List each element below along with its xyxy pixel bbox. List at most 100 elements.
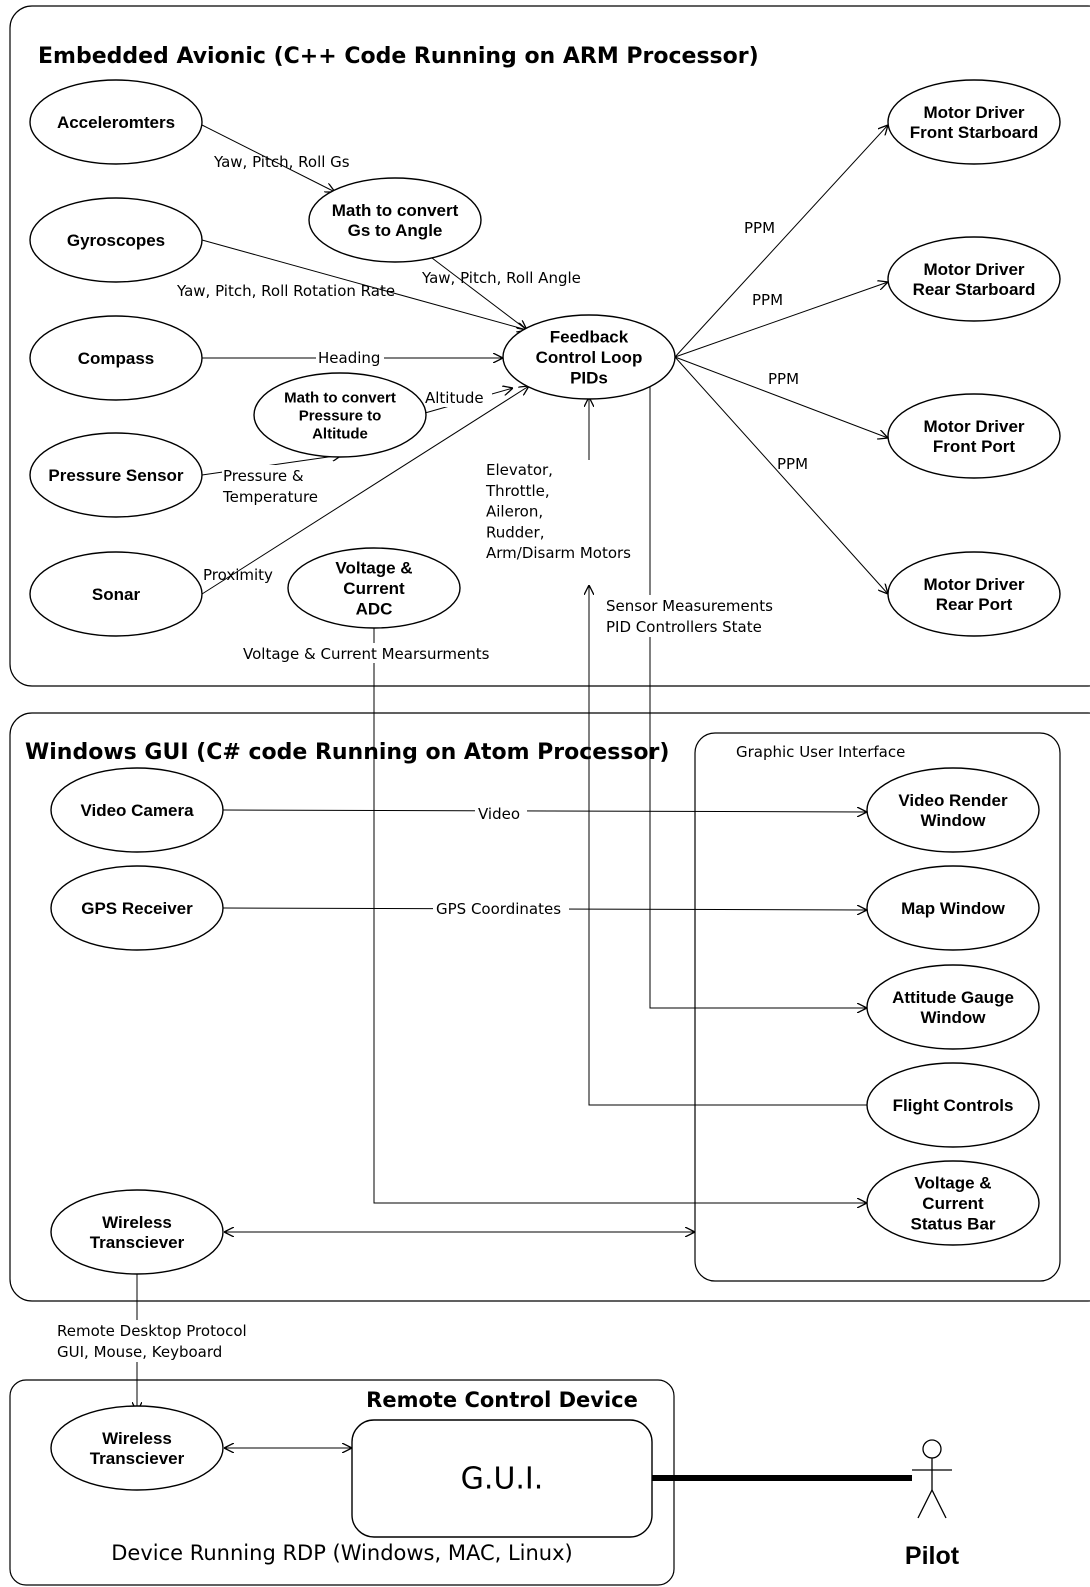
edge-label-ppm-rp-line: PPM xyxy=(777,455,808,473)
math-gs-label-line: Math to convert xyxy=(332,201,459,220)
edge-label-controls-line: Arm/Disarm Motors xyxy=(486,544,631,562)
edge-label-ppm-fp: PPM xyxy=(768,370,799,388)
compass-label: Compass xyxy=(78,349,155,368)
voltage-bar-label-line: Status Bar xyxy=(910,1214,995,1233)
edge-label-pressure-temp-line: Temperature xyxy=(222,488,318,506)
accelerometers-node: Acceleromters xyxy=(29,79,203,165)
edge-label-controls-line: Rudder, xyxy=(486,523,544,541)
remote-control-device-title: Remote Control Device xyxy=(366,1388,638,1412)
edge-label-gps-coords: GPS Coordinates xyxy=(436,900,561,918)
edge-feedback-to-attitude xyxy=(649,386,867,1008)
edge-label-ppm-rp: PPM xyxy=(777,455,808,473)
edge-math-to-feedback xyxy=(431,257,527,330)
video-camera-label-line: Video Camera xyxy=(80,801,194,820)
edge-label-ppm-rs-line: PPM xyxy=(752,291,783,309)
pilot-icon-right-leg xyxy=(931,1489,947,1519)
pressure-sensor-label: Pressure Sensor xyxy=(48,466,184,485)
gui-box-label: G.U.I. xyxy=(461,1462,544,1497)
pilot-icon-head xyxy=(922,1439,942,1459)
voltage-bar-label-line: Current xyxy=(922,1194,984,1213)
windows-gui-title: Windows GUI (C# code Running on Atom Pro… xyxy=(25,740,669,765)
edge-label-altitude-line: Altitude xyxy=(425,389,484,407)
gyroscopes-label: Gyroscopes xyxy=(67,231,165,250)
flight-controls-label-line: Flight Controls xyxy=(893,1096,1014,1115)
compass-node: Compass xyxy=(29,315,203,401)
motor-rear-starboard-label-line: Rear Starboard xyxy=(913,280,1036,299)
math-pressure-label-line: Pressure to xyxy=(299,407,382,424)
gui-box-label-line: G.U.I. xyxy=(461,1462,544,1497)
edge-label-controls-line: Throttle, xyxy=(485,482,550,500)
motor-front-starboard-label-line: Front Starboard xyxy=(910,123,1038,142)
math-pressure-label-line: Math to convert xyxy=(284,389,396,406)
edge-label-sensor-meas-line: PID Controllers State xyxy=(606,618,762,636)
edge-sonar-to-feedback xyxy=(201,386,529,595)
pressure-label-mask xyxy=(222,465,332,507)
gps-label-mask xyxy=(433,898,569,918)
accelerometers-label-line: Acceleromters xyxy=(57,113,175,132)
edge-label-pressure-temp-line: Pressure & xyxy=(223,467,304,485)
gyroscopes-node: Gyroscopes xyxy=(29,197,203,283)
gps-receiver-label-line: GPS Receiver xyxy=(81,899,193,918)
edge-labels: Yaw, Pitch, Roll Gs Yaw, Pitch, Roll Ang… xyxy=(57,153,808,1361)
math-gs-label-line: Gs to Angle xyxy=(348,221,443,240)
heading-label-mask xyxy=(316,347,384,367)
video-window-label-line: Video Render xyxy=(898,791,1008,810)
edge-label-masks xyxy=(52,347,788,1362)
edge-label-heading: Heading xyxy=(318,349,380,367)
edge-label-ypr-rate: Yaw, Pitch, Roll Rotation Rate xyxy=(176,282,395,300)
feedback-label-line: Feedback xyxy=(550,328,629,347)
edge-label-voltage-meas: Voltage & Current Mearsurments xyxy=(243,645,490,663)
edge-label-video: Video xyxy=(478,805,520,823)
wireless-gui-label-line: Transciever xyxy=(90,1233,185,1252)
pilot-label: Pilot xyxy=(905,1542,960,1570)
edge-feedback-to-rear-port xyxy=(674,356,888,594)
voltage-adc-label-line: ADC xyxy=(356,599,393,618)
edge-label-voltage-meas-line: Voltage & Current Mearsurments xyxy=(243,645,490,663)
map-window-label-line: Map Window xyxy=(901,899,1005,918)
edges xyxy=(137,125,912,1481)
edge-label-rdp-line: GUI, Mouse, Keyboard xyxy=(57,1343,222,1361)
pilot-icon-left-leg xyxy=(917,1489,933,1519)
map-window-node: Map Window xyxy=(866,865,1040,951)
attitude-window-label-line: Attitude Gauge xyxy=(892,988,1014,1007)
altitude-label-mask xyxy=(422,387,492,407)
compass-label-line: Compass xyxy=(78,349,155,368)
voltage-bar-label-line: Voltage & xyxy=(914,1174,991,1193)
voltage-label-mask xyxy=(240,643,510,663)
edge-label-pressure-temp: Pressure & Temperature xyxy=(222,467,318,506)
feedback-label-line: PIDs xyxy=(570,368,608,387)
pressure-sensor-node: Pressure Sensor xyxy=(29,432,203,518)
video-window-label-line: Window xyxy=(921,811,987,830)
edge-feedback-to-front-starboard xyxy=(674,125,888,358)
sonar-label: Sonar xyxy=(92,585,141,604)
video-label-mask xyxy=(475,802,527,822)
edge-label-ypr-rate-line: Yaw, Pitch, Roll Rotation Rate xyxy=(176,282,395,300)
edge-feedback-to-rear-starboard xyxy=(674,282,888,358)
feedback-label-line: Control Loop xyxy=(536,348,643,367)
edge-label-heading-line: Heading xyxy=(318,349,380,367)
math-pressure-label-line: Altitude xyxy=(312,425,368,442)
voltage-adc-label-line: Voltage & xyxy=(335,559,412,578)
edge-label-ppm-fs: PPM xyxy=(744,219,775,237)
map-window-label: Map Window xyxy=(901,899,1005,918)
motor-rear-port-label-line: Motor Driver xyxy=(923,575,1024,594)
sensor-label-mask xyxy=(603,595,788,637)
remote-device-footer: Device Running RDP (Windows, MAC, Linux) xyxy=(111,1541,573,1565)
edge-label-ypr-angle: Yaw, Pitch, Roll Angle xyxy=(421,269,581,287)
motor-rear-port-label-line: Rear Port xyxy=(936,595,1013,614)
edge-label-ypr-angle-line: Yaw, Pitch, Roll Angle xyxy=(421,269,581,287)
